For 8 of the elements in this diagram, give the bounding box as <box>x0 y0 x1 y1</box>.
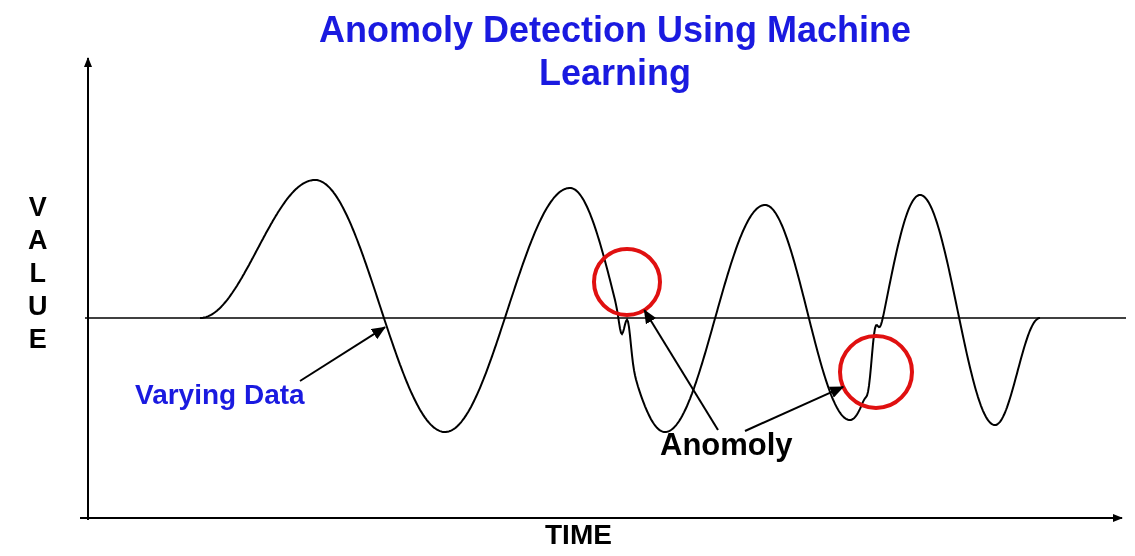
chart-title: Anomoly Detection Using Machine Learning <box>317 8 913 95</box>
y-axis-label: VALUE <box>22 192 52 357</box>
leader-arrow <box>299 326 386 382</box>
anomaly-label: Anomoly <box>660 428 793 463</box>
leader-arrow <box>744 385 845 432</box>
leader-arrow <box>643 309 719 431</box>
data-label: Varying Data <box>135 380 305 411</box>
x-axis-label: TIME <box>545 520 612 551</box>
